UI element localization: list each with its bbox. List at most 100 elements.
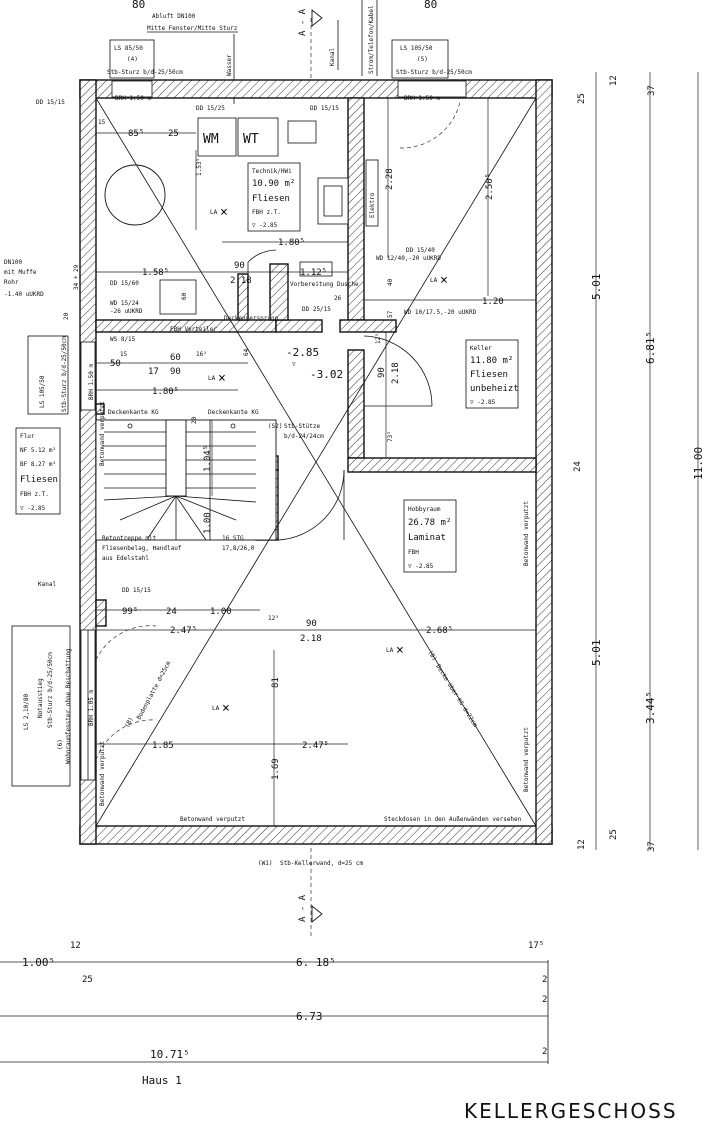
- svg-text:90: 90: [170, 367, 181, 377]
- inner-walls: [95, 97, 537, 627]
- svg-text:DD 25/15: DD 25/15: [302, 306, 331, 313]
- svg-text:LA: LA: [210, 209, 218, 216]
- svg-text:▽ -2.85: ▽ -2.85: [252, 222, 278, 229]
- svg-text:2.47⁵: 2.47⁵: [302, 741, 329, 751]
- la-markers: LA × LA × LA × LA × LA ×: [208, 205, 448, 716]
- svg-text:BF 8.27 m²: BF 8.27 m²: [20, 461, 56, 468]
- svg-text:2.18: 2.18: [391, 362, 401, 384]
- svg-text:Betontreppe mit: Betontreppe mit: [102, 535, 157, 542]
- svg-text:73⁵: 73⁵: [387, 431, 394, 442]
- abluft-note: Abluft DN100: [152, 13, 196, 20]
- svg-text:20: 20: [191, 416, 198, 424]
- slab-diagonals: [95, 97, 537, 827]
- svg-text:Flur: Flur: [20, 433, 35, 440]
- svg-text:1.12⁵: 1.12⁵: [300, 268, 327, 278]
- svg-text:2.28: 2.28: [385, 168, 395, 190]
- svg-text:Notausstieg: Notausstieg: [37, 678, 44, 718]
- svg-text:11.80 m²: 11.80 m²: [470, 356, 513, 366]
- w2-sturz: Stb-Sturz b/d-25/50cm: [396, 69, 472, 76]
- svg-text:WD 10/17.5,-20 uUKRD: WD 10/17.5,-20 uUKRD: [404, 309, 477, 316]
- svg-text:5.01: 5.01: [590, 640, 603, 667]
- room-keller: Keller 11.80 m² Fliesen unbeheizt ▽ -2.8…: [465, 339, 519, 409]
- svg-text:37: 37: [647, 841, 657, 852]
- svg-text:26.78 m²: 26.78 m²: [408, 518, 451, 528]
- svg-text:90: 90: [306, 619, 317, 629]
- svg-text:1.80⁵: 1.80⁵: [278, 238, 305, 248]
- bottom-dimensions: 1.00⁵ 12 25 6. 18⁵ 17⁵ 2 2 6.73 10.71⁵ 2: [0, 941, 549, 1064]
- svg-text:WD 15/24: WD 15/24: [110, 300, 139, 307]
- svg-text:FBH z.T.: FBH z.T.: [20, 491, 49, 498]
- svg-text:Bodenplatte d=25cm: Bodenplatte d=25cm: [136, 660, 173, 721]
- svg-text:12⁵: 12⁵: [375, 333, 382, 344]
- svg-text:Deckenkante KG: Deckenkante KG: [108, 409, 159, 416]
- svg-text:(6): (6): [57, 739, 64, 750]
- svg-text:15: 15: [120, 351, 128, 358]
- wm-label: WM: [203, 132, 219, 147]
- svg-text:Betonwand verputzt: Betonwand verputzt: [180, 816, 245, 823]
- la-cross-icon: ×: [222, 701, 230, 716]
- svg-text:WD 12/40,-20 uUKRD: WD 12/40,-20 uUKRD: [376, 255, 441, 262]
- tank-circle: [104, 164, 166, 226]
- svg-text:Keller: Keller: [470, 345, 492, 352]
- plan-title: KELLERGESCHOSS: [464, 1099, 678, 1123]
- svg-text:12⁵: 12⁵: [268, 615, 279, 622]
- svg-text:3.44⁵: 3.44⁵: [644, 691, 657, 724]
- kanal-note: Kanal: [329, 48, 336, 66]
- level-triangle-icon: ▽: [292, 361, 296, 368]
- svg-text:Stb-Sturz b/d-25/50cm: Stb-Sturz b/d-25/50cm: [61, 336, 68, 412]
- svg-text:Laminat: Laminat: [408, 533, 446, 543]
- la-cross-icon: ×: [440, 273, 448, 288]
- svg-text:DD 15/15: DD 15/15: [310, 105, 339, 112]
- svg-text:20: 20: [63, 312, 70, 320]
- svg-text:60: 60: [181, 292, 188, 300]
- svg-text:Fliesen: Fliesen: [470, 370, 508, 380]
- inner-dimensions: 15 85⁵ 25 1.53⁵ 1.80⁵ 1.58⁵ 90 2.18 1.12…: [63, 98, 583, 826]
- svg-text:2.50⁵: 2.50⁵: [485, 173, 495, 200]
- svg-text:DN100: DN100: [4, 259, 22, 266]
- top-dim-right: 80: [424, 0, 437, 11]
- heat-pump-unit: [317, 177, 349, 225]
- wasser-note: Wasser: [226, 54, 233, 76]
- svg-text:Vorbereitung Dusche: Vorbereitung Dusche: [290, 281, 359, 288]
- svg-text:LA: LA: [212, 705, 220, 712]
- room-flur: Flur NF 5.12 m² BF 8.27 m² Fliesen FBH z…: [15, 427, 61, 515]
- svg-text:85⁵: 85⁵: [128, 129, 144, 139]
- svg-text:Betonwand verputzt: Betonwand verputzt: [99, 741, 106, 806]
- svg-text:FBH z.T.: FBH z.T.: [252, 209, 281, 216]
- la-cross-icon: ×: [218, 371, 226, 386]
- svg-text:15: 15: [98, 119, 106, 126]
- light-shaft-4: LS 2,10/80 Notausstieg Stb-Sturz b/d-25/…: [11, 625, 72, 787]
- svg-text:▽ -2.85: ▽ -2.85: [408, 563, 434, 570]
- svg-text:Steckdosen in den Außenwänden: Steckdosen in den Außenwänden versehen: [384, 816, 522, 823]
- brh-3: BRH 1.50 m: [88, 363, 95, 400]
- svg-text:-1.40 uUKRD: -1.40 uUKRD: [4, 291, 44, 298]
- svg-text:10.71⁵: 10.71⁵: [150, 1048, 190, 1061]
- svg-text:2.18: 2.18: [300, 634, 322, 644]
- fixtures: WM WT Elektro: [104, 117, 379, 315]
- svg-text:DD 15/60: DD 15/60: [110, 280, 139, 287]
- svg-text:Betonwand verputzt: Betonwand verputzt: [99, 401, 106, 466]
- svg-text:64: 64: [243, 348, 250, 356]
- svg-text:LS 85/50: LS 85/50: [114, 45, 143, 52]
- light-shaft-3: LS 105/50 Stb-Sturz b/d-25/50cm: [27, 335, 69, 415]
- brh-1: BRH 1.50 m: [115, 95, 152, 102]
- svg-text:2.47⁵: 2.47⁵: [170, 626, 197, 636]
- svg-text:25: 25: [82, 975, 93, 985]
- svg-text:99⁵: 99⁵: [122, 607, 138, 617]
- svg-text:12: 12: [609, 75, 619, 86]
- svg-text:90: 90: [377, 367, 387, 378]
- svg-text:DD 15/15: DD 15/15: [122, 587, 151, 594]
- svg-text:1.53⁵: 1.53⁵: [196, 158, 203, 176]
- sink: [287, 120, 317, 144]
- svg-text:(W1): (W1): [258, 860, 272, 867]
- top-dim-left: 80: [132, 0, 145, 11]
- svg-text:-2.85: -2.85: [286, 346, 319, 359]
- svg-text:1.04⁵: 1.04⁵: [203, 445, 213, 472]
- washing-machine-box: [197, 117, 237, 157]
- svg-text:16⁵: 16⁵: [196, 351, 207, 358]
- svg-text:-26 uUKRD: -26 uUKRD: [110, 308, 143, 315]
- svg-text:Fliesenbelag, Handlauf: Fliesenbelag, Handlauf: [102, 545, 182, 552]
- doors: [95, 101, 461, 761]
- svg-text:(5): (5): [417, 56, 428, 63]
